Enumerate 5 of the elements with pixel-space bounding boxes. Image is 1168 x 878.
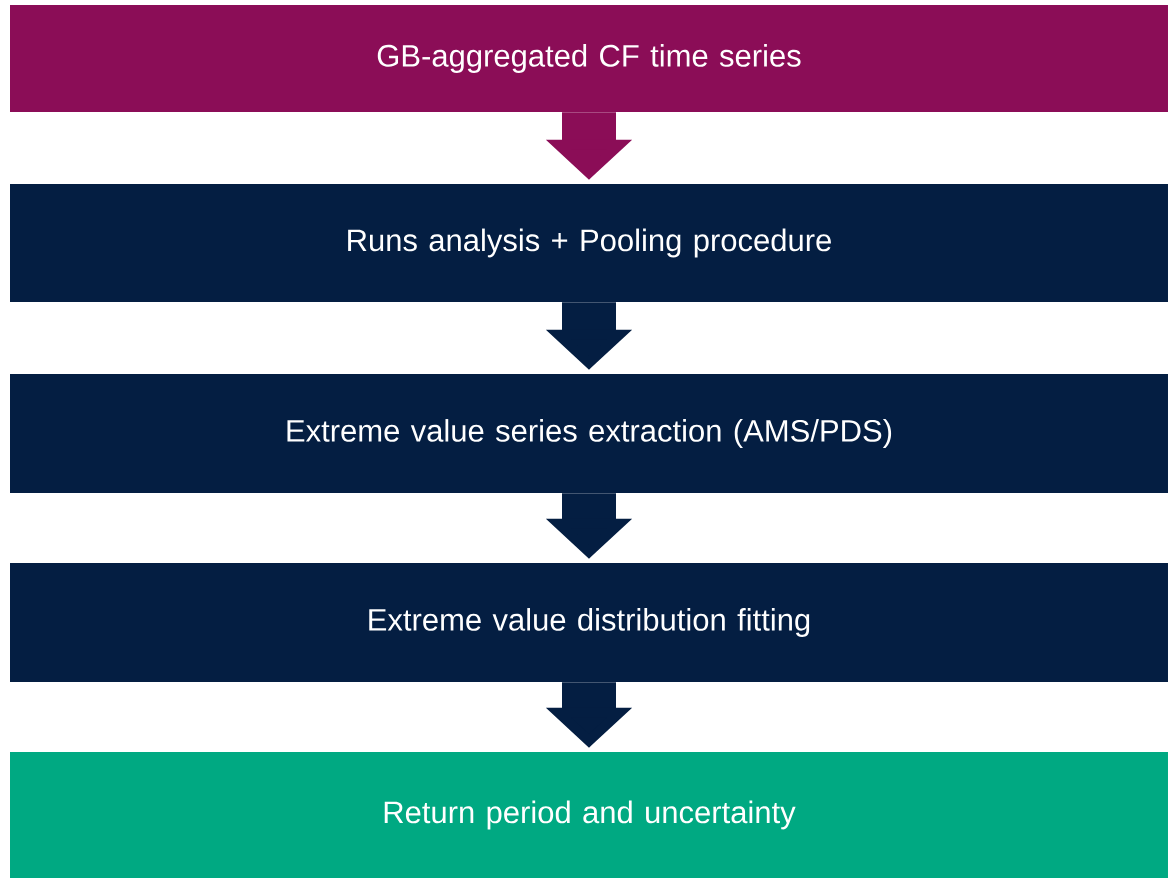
process-box: Return period and uncertainty	[10, 752, 1168, 878]
process-box: Runs analysis + Pooling procedure	[10, 184, 1168, 302]
process-box: Extreme value distribution fitting	[10, 563, 1168, 682]
process-box: GB-aggregated CF time series	[10, 5, 1168, 112]
process-box: Extreme value series extraction (AMS/PDS)	[10, 374, 1168, 493]
